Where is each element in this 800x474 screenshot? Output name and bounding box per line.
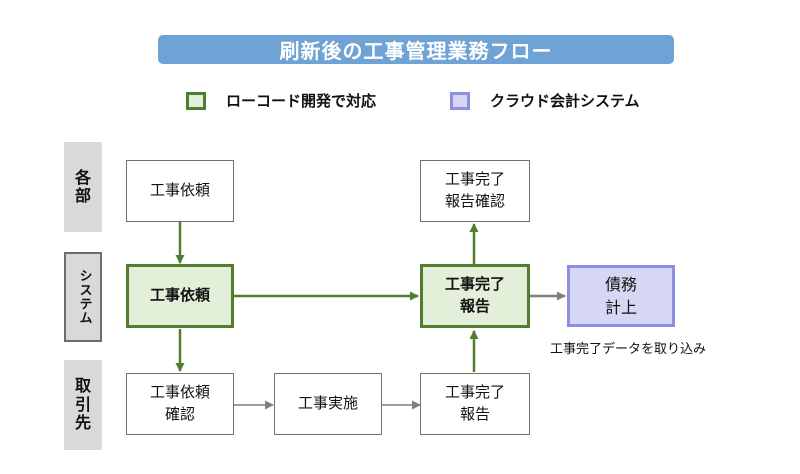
legend-label: ローコード開発で対応 xyxy=(226,92,377,110)
lane-label-system: システム xyxy=(64,252,102,342)
box-vendor-completion-report: 工事完了 報告 xyxy=(420,373,530,435)
lane-label-contractor: 取 引 先 xyxy=(64,360,102,450)
legend-swatch-purple xyxy=(450,91,470,110)
box-dept-completion-check: 工事完了 報告確認 xyxy=(420,160,530,222)
box-vendor-request-confirm: 工事依頼 確認 xyxy=(126,373,234,435)
diagram-title: 刷新後の工事管理業務フロー xyxy=(158,35,674,64)
legend-swatch-green xyxy=(186,91,206,110)
box-system-completion-report: 工事完了 報告 xyxy=(420,264,530,328)
legend-label: クラウド会計システム xyxy=(490,92,640,110)
box-system-request: 工事依頼 xyxy=(126,264,234,328)
box-accounting-liability: 債務 計上 xyxy=(567,265,675,327)
box-vendor-execution: 工事実施 xyxy=(274,373,382,435)
box-dept-request: 工事依頼 xyxy=(126,160,234,222)
legend-item-cloud-accounting: クラウド会計システム xyxy=(450,90,640,111)
annotation-import-completion-data: 工事完了データを取り込み xyxy=(550,342,707,357)
lane-label-departments: 各 部 xyxy=(64,142,102,232)
legend-item-low-code: ローコード開発で対応 xyxy=(186,90,376,111)
